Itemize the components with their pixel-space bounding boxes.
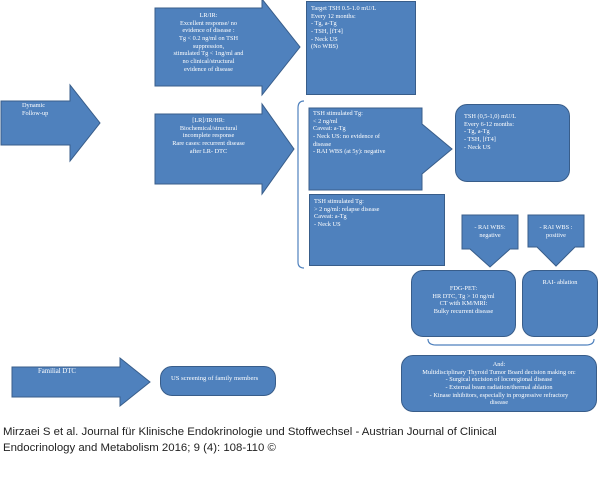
node-text: disease	[489, 399, 509, 407]
node-text: - RAI WBS (at 5y): negative	[313, 148, 386, 156]
node-rai-negative: - RAI WBS: negative	[463, 224, 517, 244]
node-text: - Neck US	[314, 221, 341, 229]
flowchart-connectors	[0, 0, 595, 408]
node-text: Caveat: a-Tg	[313, 125, 346, 133]
node-text: HR DTC, Tg > 10 ng/ml	[432, 292, 495, 300]
node-text: - Kinase inhibitors, especially in progr…	[429, 391, 569, 399]
node-text: (No WBS)	[311, 43, 338, 51]
node-text: US screening of family members	[171, 375, 259, 382]
arrow-familial-dtc	[11, 356, 151, 408]
node-text: - Neck US: no evidence of	[313, 133, 380, 141]
node-text: LR/IR:	[199, 12, 218, 19]
node-text: TSH stimulated Tg:	[314, 198, 364, 205]
node-text: Every 6-12 months:	[464, 120, 515, 128]
node-text: > 2 ng/ml: relapse disease	[314, 205, 380, 213]
node-text: TSH stimulated Tg:	[313, 110, 363, 117]
node-text: Bulky recurrent disease	[433, 308, 494, 316]
node-fdg-pet: FDG-PET: HR DTC, Tg > 10 ng/ml CT with K…	[411, 270, 516, 337]
arrow-dynamic-followup	[0, 83, 101, 163]
node-text: after LR- DTC	[189, 147, 228, 155]
node-text: - RAI WBS :	[539, 224, 573, 231]
bracket-tsh-branches	[297, 100, 305, 269]
node-text: stimulated Tg < 1ng/ml and	[173, 50, 244, 58]
node-text: CT with KM/MRI:	[439, 300, 488, 308]
node-text: Familial DTC	[38, 368, 76, 375]
node-tumor-board: And: Multidisciplinary Thyroid Tumor Boa…	[401, 355, 597, 412]
node-text: - TSH, [fT4]	[311, 28, 343, 36]
arrow-rai-positive	[527, 214, 585, 267]
node-text: RAI- ablation	[542, 279, 578, 286]
node-text: Biochemical/structural	[179, 124, 238, 132]
arrow-tsh-stim-low	[308, 107, 453, 191]
node-text: positive	[546, 231, 566, 239]
node-text: evidence of disease	[184, 65, 233, 73]
node-text: - Tg, a-Tg	[311, 20, 337, 28]
arrow-rai-negative	[461, 214, 519, 268]
node-tsh-target-6-12: TSH (0,5-1,0) mU/L Every 6-12 months: - …	[455, 104, 570, 182]
node-text: FDG-PET:	[449, 285, 478, 292]
caption-line: Mirzaei S et al. Journal für Klinische E…	[3, 426, 497, 438]
node-familial-dtc: Familial DTC	[38, 368, 118, 380]
node-tsh-stim-high: TSH stimulated Tg: > 2 ng/ml: relapse di…	[309, 194, 445, 266]
node-rai-positive: - RAI WBS : positive	[529, 224, 583, 244]
bracket-tumor-board	[427, 338, 595, 346]
node-text: And:	[492, 361, 506, 368]
node-text: < 2 ng/ml	[313, 117, 338, 125]
node-text: Tg < 0.2 ng/ml on TSH	[178, 35, 239, 43]
node-us-screening: US screening of family members	[160, 366, 276, 396]
node-text: evidence of disease :	[182, 27, 235, 35]
node-lr-ir-hr: [LR]/IR/HR: Biochemical/structural incom…	[157, 117, 260, 181]
node-text: - Neck US	[311, 35, 338, 43]
node-text: - Surgical excision of locoregional dise…	[445, 376, 553, 384]
node-text: - External beam radiation/thermal ablati…	[445, 384, 553, 392]
node-text: negative	[479, 231, 501, 239]
node-target-tsh: Target TSH 0.5-1.0 mU/L Every 12 months:…	[306, 1, 416, 95]
node-text: Every 12 months:	[311, 12, 356, 20]
node-text: Follow-up	[22, 109, 49, 117]
node-text: Target TSH 0.5-1.0 mU/L	[311, 5, 377, 12]
node-lr-ir: LR/IR: Excellent response/ no evidence o…	[157, 12, 260, 84]
node-text: incomplete response	[182, 132, 235, 140]
node-text: - RAI WBS:	[474, 224, 506, 231]
node-text: - TSH, [fT4]	[464, 136, 496, 144]
node-tsh-stim-low: TSH stimulated Tg: < 2 ng/ml Caveat: a-T…	[313, 110, 423, 188]
flowchart: Dynamic Follow-up LR/IR: Excellent respo…	[0, 0, 598, 412]
arrow-lr-ir-hr	[154, 102, 295, 196]
node-text: Rare cases: recurrent disease	[172, 140, 245, 148]
node-text: - Neck US	[464, 143, 491, 151]
node-rai-ablation: RAI- ablation	[522, 270, 598, 337]
node-text: no clinical/structural	[182, 58, 235, 66]
node-text: Multidisciplinary Thyroid Tumor Board de…	[422, 368, 576, 376]
figure-caption: Mirzaei S et al. Journal für Klinische E…	[3, 424, 597, 456]
caption-line: Endocrinology and Metabolism 2016; 9 (4)…	[3, 442, 276, 454]
node-dynamic-followup: Dynamic Follow-up	[22, 102, 72, 130]
node-text: suppression,	[192, 42, 225, 50]
node-text: [LR]/IR/HR:	[192, 117, 225, 124]
node-text: TSH (0,5-1,0) mU/L	[464, 113, 517, 120]
arrow-lr-ir	[154, 0, 301, 97]
node-text: disease	[313, 140, 332, 148]
node-text: - Tg, a-Tg	[464, 128, 490, 136]
node-text: Dynamic	[22, 102, 46, 109]
node-text: Excellent response/ no	[179, 19, 237, 27]
node-text: Caveat: a-Tg	[314, 213, 347, 221]
